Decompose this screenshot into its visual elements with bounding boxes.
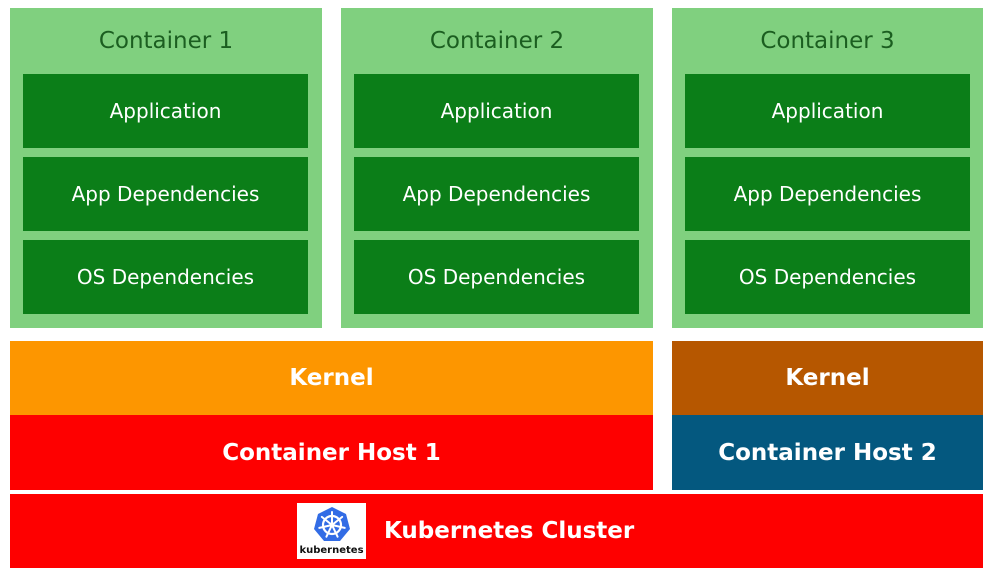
container-2-application-layer: Application <box>354 74 639 148</box>
container-host-2-band: Container Host 2 <box>672 415 983 490</box>
kubernetes-wheel-icon <box>313 507 350 541</box>
kubernetes-cluster-content: kubernetes Kubernetes Cluster <box>297 503 634 559</box>
container-2-box: Container 2 Application App Dependencies… <box>341 8 653 328</box>
kernel-2-band: Kernel <box>672 341 983 415</box>
container-3-application-layer: Application <box>685 74 970 148</box>
container-host-1-band: Container Host 1 <box>10 415 653 490</box>
container-3-title: Container 3 <box>760 28 895 54</box>
container-3-box: Container 3 Application App Dependencies… <box>672 8 983 328</box>
kubernetes-logo-text: kubernetes <box>299 545 364 556</box>
container-3-os-dependencies-layer: OS Dependencies <box>685 240 970 314</box>
container-1-os-dependencies-layer: OS Dependencies <box>23 240 308 314</box>
container-1-application-layer: Application <box>23 74 308 148</box>
container-2-os-dependencies-layer: OS Dependencies <box>354 240 639 314</box>
container-2-title: Container 2 <box>429 28 565 54</box>
container-1-app-dependencies-layer: App Dependencies <box>23 157 308 231</box>
kubernetes-cluster-label: Kubernetes Cluster <box>384 518 635 544</box>
kubernetes-logo: kubernetes <box>297 503 366 559</box>
container-2-app-dependencies-layer: App Dependencies <box>354 157 639 231</box>
container-1-title: Container 1 <box>98 28 234 54</box>
container-3-app-dependencies-layer: App Dependencies <box>685 157 970 231</box>
container-1-box: Container 1 Application App Dependencies… <box>10 8 322 328</box>
kernel-1-band: Kernel <box>10 341 653 415</box>
kubernetes-cluster-band <box>10 494 983 568</box>
